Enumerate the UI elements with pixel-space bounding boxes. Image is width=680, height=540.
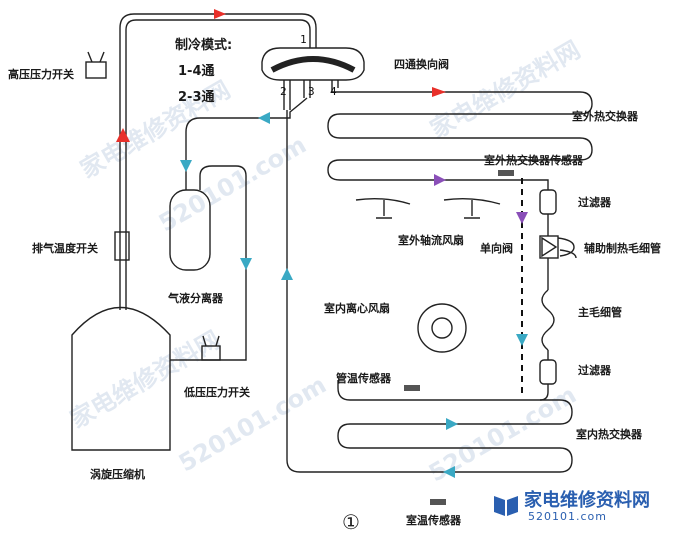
filter-top-body: [539, 189, 557, 215]
valve-port-3: 3: [308, 85, 315, 98]
site-logo[interactable]: 家电维修资料网 520101.com: [488, 484, 668, 530]
purple-arrow: [434, 174, 446, 186]
aux-capillary-coil: [557, 237, 577, 259]
cyan-arrow: [443, 466, 455, 478]
cyan-arrow: [446, 418, 458, 430]
cyan-arrow: [258, 112, 270, 124]
gas-liquid-separator-label: 气液分离器: [168, 292, 223, 305]
filter-bottom-body: [539, 359, 557, 385]
indoor-hx-label: 室内热交换器: [576, 428, 642, 441]
low-pressure-switch-label: 低压压力开关: [184, 386, 250, 399]
valve-port-2: 2: [280, 85, 287, 98]
aux-capillary-label: 辅助制热毛细管: [584, 242, 661, 255]
cyan-arrow: [240, 258, 252, 270]
red-arrow: [116, 128, 130, 142]
valve-port-1: 1: [300, 33, 307, 46]
cyan-arrow: [180, 160, 192, 172]
cyan-arrow: [281, 268, 293, 280]
mode-title: 制冷模式:: [175, 38, 233, 53]
main-capillary-coil: [541, 289, 555, 351]
high-pressure-switch-box: [85, 61, 107, 79]
logo-title: 家电维修资料网: [524, 490, 650, 511]
outdoor-hx-label: 室外热交换器: [572, 110, 638, 123]
main-capillary-label: 主毛细管: [578, 306, 622, 319]
pipe-temp-sensor-label: 管温传感器: [336, 372, 391, 385]
red-arrow: [214, 9, 226, 19]
pipe-temp-sensor: [404, 385, 420, 391]
four-way-valve-body: [261, 47, 365, 81]
outdoor-hx-sensor: [498, 170, 514, 176]
discharge-temp-switch-body: [114, 231, 130, 261]
mode-line-2: 2-3通: [178, 90, 215, 105]
cyan-arrow: [516, 334, 528, 346]
red-arrow: [432, 87, 446, 97]
flow-arrows: [116, 9, 528, 478]
figure-number: ①: [342, 510, 360, 534]
valve-port-4: 4: [330, 85, 337, 98]
book-icon: [494, 496, 518, 516]
outdoor-fan-2: [443, 197, 501, 219]
indoor-fan-label: 室内离心风扇: [324, 302, 390, 315]
compressor-body: [71, 306, 171, 451]
check-valve-label: 单向阀: [480, 242, 513, 255]
four-way-valve-label: 四通换向阀: [394, 58, 449, 71]
check-valve-body: [539, 235, 559, 259]
room-temp-sensor-label: 室温传感器: [406, 514, 461, 527]
high-pressure-switch-label: 高压压力开关: [8, 68, 74, 81]
purple-arrow: [516, 212, 528, 224]
scroll-compressor-label: 涡旋压缩机: [90, 468, 145, 481]
filter-bottom-label: 过滤器: [578, 364, 611, 377]
mode-line-1: 1-4通: [178, 64, 215, 79]
logo-url: 520101.com: [528, 510, 607, 523]
separator-body: [169, 189, 211, 271]
outdoor-hx-sensor-label: 室外热交换器传感器: [484, 154, 583, 167]
outdoor-fan-1: [355, 197, 411, 219]
room-temp-sensor: [430, 499, 446, 505]
filter-top-label: 过滤器: [578, 196, 611, 209]
low-pressure-switch-box: [201, 345, 221, 361]
discharge-temp-switch-label: 排气温度开关: [32, 242, 98, 255]
outdoor-fan-label: 室外轴流风扇: [398, 234, 464, 247]
indoor-fan: [417, 303, 467, 353]
